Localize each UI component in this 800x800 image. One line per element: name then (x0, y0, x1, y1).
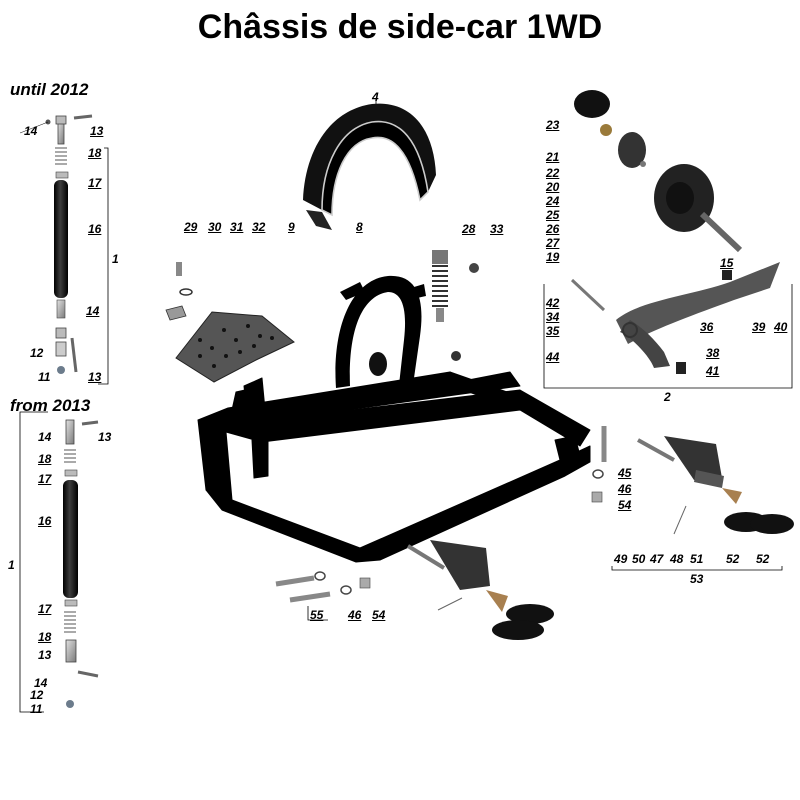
callout-15: 15 (720, 256, 734, 270)
callout-40: 40 (774, 320, 788, 334)
callout-17: 17 (88, 176, 102, 190)
callout-16: 16 (88, 222, 102, 236)
callout-24: 24 (546, 194, 560, 208)
fender (303, 100, 436, 230)
callout-14: 14 (34, 676, 48, 690)
callout-19: 19 (546, 250, 560, 264)
callout-47: 47 (650, 552, 664, 566)
callout-51: 51 (690, 552, 704, 566)
callout-14: 14 (86, 304, 100, 318)
callout-18: 18 (38, 630, 52, 644)
callout-54: 54 (372, 608, 386, 622)
callout-16: 16 (38, 514, 52, 528)
shock-absorber (432, 250, 479, 361)
callout-28: 28 (462, 222, 476, 236)
callout-1: 1 (8, 558, 15, 572)
callout-23: 23 (546, 118, 560, 132)
callout-41: 41 (706, 364, 720, 378)
callout-52: 52 (726, 552, 740, 566)
callout-30: 30 (208, 220, 222, 234)
callout-33: 33 (490, 222, 504, 236)
section-label-until-2012: until 2012 (10, 80, 89, 99)
frame-loop (335, 275, 426, 394)
callout-12: 12 (30, 346, 44, 360)
callout-53: 53 (690, 572, 704, 586)
callout-49: 49 (614, 552, 628, 566)
callout-44: 44 (546, 350, 560, 364)
callout-17: 17 (38, 602, 52, 616)
callout-34: 34 (546, 310, 560, 324)
callout-32: 32 (252, 220, 266, 234)
callout-39: 39 (752, 320, 766, 334)
callout-36: 36 (700, 320, 714, 334)
callout-11: 11 (30, 702, 43, 716)
callout-20: 20 (546, 180, 560, 194)
sidecar-frame (197, 371, 591, 563)
callout-13: 13 (88, 370, 102, 384)
callout-46: 46 (618, 482, 632, 496)
callout-25: 25 (546, 208, 560, 222)
callout-1: 1 (112, 252, 119, 266)
floor-plate (165, 262, 295, 383)
shock-assembly-from-2013 (19, 411, 99, 713)
callout-8: 8 (356, 220, 363, 234)
callout-9: 9 (288, 220, 295, 234)
page-title: Châssis de side-car 1WD (197, 8, 603, 46)
callout-42: 42 (546, 296, 560, 310)
callout-13: 13 (98, 430, 112, 444)
callout-46: 46 (348, 608, 362, 622)
callout-11: 11 (38, 370, 51, 384)
callout-35: 35 (546, 324, 560, 338)
callout-21: 21 (546, 150, 560, 164)
callout-55: 55 (310, 608, 324, 622)
callout-52: 52 (756, 552, 770, 566)
callout-4: 4 (372, 90, 379, 104)
callout-14: 14 (38, 430, 52, 444)
callout-12: 12 (30, 688, 44, 702)
callout-54: 54 (618, 498, 632, 512)
callout-17: 17 (38, 472, 52, 486)
callout-27: 27 (546, 236, 560, 250)
callout-45: 45 (618, 466, 632, 480)
callout-48: 48 (670, 552, 684, 566)
callout-13: 13 (90, 124, 104, 138)
footrest-assembly-right (611, 436, 794, 571)
shock-assembly-until-2012 (19, 114, 109, 385)
callout-2: 2 (664, 390, 671, 404)
callout-18: 18 (38, 452, 52, 466)
callout-38: 38 (706, 346, 720, 360)
hub-assembly (543, 90, 793, 389)
callout-22: 22 (546, 166, 560, 180)
callout-31: 31 (230, 220, 244, 234)
callout-29: 29 (184, 220, 198, 234)
footrest-assembly-left (406, 540, 554, 640)
callout-26: 26 (546, 222, 560, 236)
section-label-from-2013: from 2013 (10, 396, 91, 415)
mount-bolts (275, 426, 607, 621)
callout-14: 14 (24, 124, 38, 138)
callout-13: 13 (38, 648, 52, 662)
callout-50: 50 (632, 552, 646, 566)
callout-18: 18 (88, 146, 102, 160)
